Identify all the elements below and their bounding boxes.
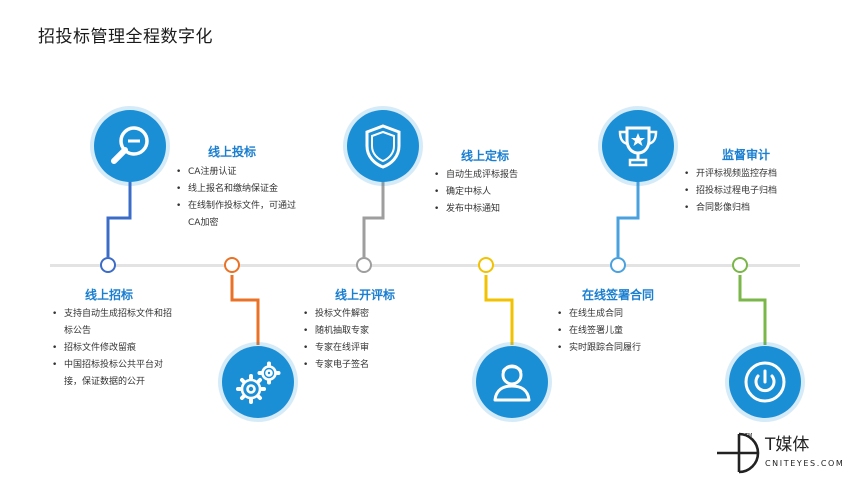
- list-item: 专家电子签名: [303, 357, 423, 374]
- node-s4: [478, 257, 494, 273]
- node-s3: [356, 257, 372, 273]
- list-item: 招投标过程电子归档: [684, 183, 824, 200]
- node-s6: [732, 257, 748, 273]
- stage-items-s3: 投标文件解密 随机抽取专家 专家在线评审 专家电子签名: [303, 306, 423, 374]
- logo-tm-text: TM: [744, 433, 752, 439]
- list-item: 合同影像归档: [684, 200, 824, 217]
- list-item: 自动生成评标报告: [434, 167, 564, 184]
- list-item: 在线生成合同: [557, 306, 687, 323]
- node-s5: [610, 257, 626, 273]
- stage-title-s3: 线上开评标: [335, 288, 396, 302]
- trophy-icon: [602, 110, 674, 182]
- list-item: 随机抽取专家: [303, 323, 423, 340]
- connector-s6: [738, 275, 767, 345]
- logo-en-text: CNITEYES.COM: [765, 459, 845, 468]
- stage-items-s6: 开评标视频监控存档 招投标过程电子归档 合同影像归档: [684, 166, 824, 217]
- person-icon: [476, 346, 548, 418]
- stage-title-s4: 线上定标: [461, 149, 510, 163]
- stage-title-s6: 监督审计: [722, 148, 771, 162]
- list-item: 在线签署儿童: [557, 323, 687, 340]
- list-item: 发布中标通知: [434, 201, 564, 218]
- list-item: 实时跟踪合同履行: [557, 340, 687, 357]
- list-item: CA注册认证: [176, 164, 304, 181]
- list-item: 专家在线评审: [303, 340, 423, 357]
- search-document-icon: [94, 110, 166, 182]
- list-item: 线上报名和缴纳保证金: [176, 181, 304, 198]
- stage-title-s5: 在线签署合同: [582, 288, 655, 302]
- power-icon: [729, 346, 801, 418]
- list-item: 在线制作投标文件，可通过CA加密: [176, 198, 304, 232]
- logo-cn-text: T媒体: [765, 435, 810, 455]
- connector-s4: [484, 275, 514, 345]
- page-title: 招投标管理全程数字化: [38, 27, 213, 47]
- list-item: 中国招标投标公共平台对接，保证数据的公开: [52, 357, 172, 391]
- stage-title-s1: 线上招标: [85, 288, 134, 302]
- list-item: 投标文件解密: [303, 306, 423, 323]
- list-item: 支持自动生成招标文件和招标公告: [52, 306, 172, 340]
- shield-icon: [347, 110, 419, 182]
- node-s1: [100, 257, 116, 273]
- connector-s2: [230, 275, 260, 345]
- connector-s3: [362, 180, 385, 257]
- stage-title-s2: 线上投标: [208, 145, 257, 159]
- timeline-bar: [50, 264, 800, 267]
- list-item: 招标文件修改留痕: [52, 340, 172, 357]
- brand-logo: TM T媒体 CNITEYES.COM: [715, 428, 855, 478]
- stage-items-s2: CA注册认证 线上报名和缴纳保证金 在线制作投标文件，可通过CA加密: [176, 164, 304, 232]
- gears-icon: [222, 346, 294, 418]
- stage-items-s5: 在线生成合同 在线签署儿童 实时跟踪合同履行: [557, 306, 687, 357]
- list-item: 开评标视频监控存档: [684, 166, 824, 183]
- logo-mark-icon: TM: [717, 432, 760, 474]
- node-s2: [224, 257, 240, 273]
- connector-s5: [616, 180, 640, 257]
- stage-items-s1: 支持自动生成招标文件和招标公告 招标文件修改留痕 中国招标投标公共平台对接，保证…: [52, 306, 172, 391]
- list-item: 确定中标人: [434, 184, 564, 201]
- stage-items-s4: 自动生成评标报告 确定中标人 发布中标通知: [434, 167, 564, 218]
- connector-s1: [106, 180, 132, 257]
